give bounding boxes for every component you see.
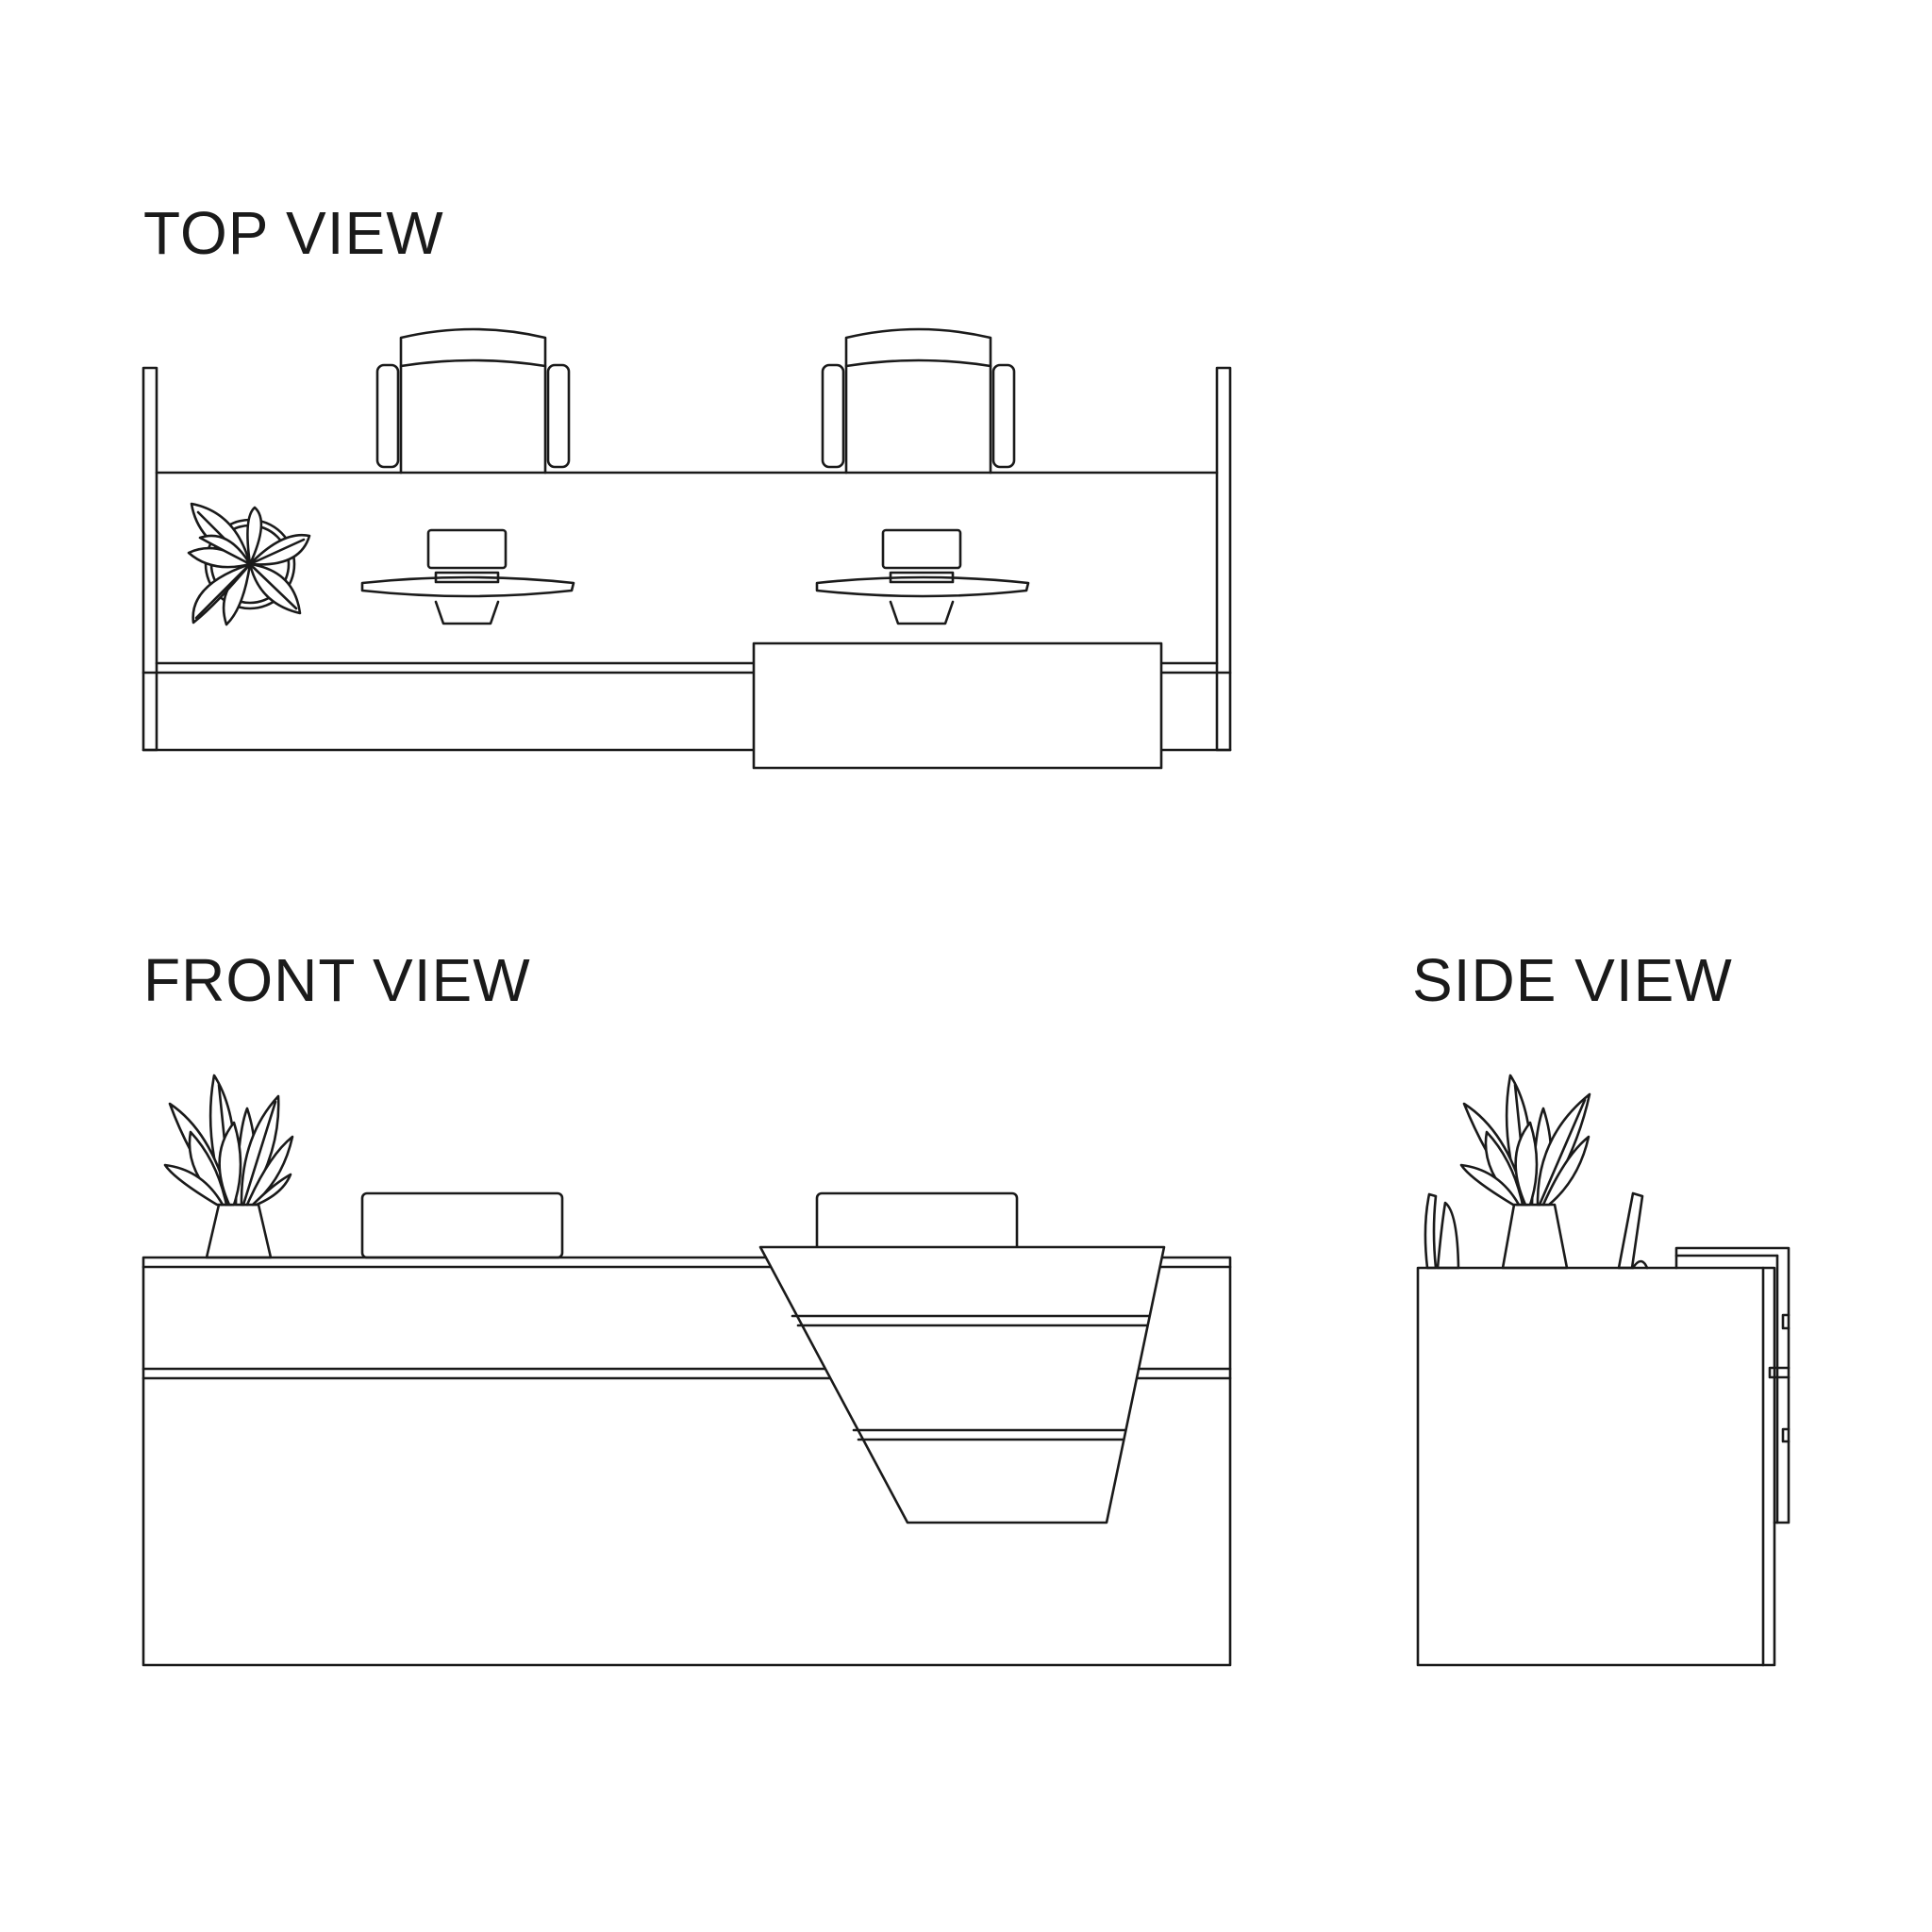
side-view-label: SIDE VIEW: [1412, 946, 1733, 1014]
plant-icon: [1459, 1074, 1591, 1270]
front-view-label: FRONT VIEW: [143, 946, 531, 1014]
plant-icon: [187, 502, 311, 626]
monitor-icon: [360, 1191, 564, 1259]
side-view: [1416, 1074, 1790, 1667]
front-view: [142, 1074, 1232, 1667]
side-counter-profile: [1674, 1246, 1790, 1524]
chair-icon: [821, 327, 1016, 475]
plant-icon: [163, 1074, 294, 1259]
side-desk-body: [1416, 1266, 1776, 1667]
monitor-icon: [360, 528, 575, 625]
monitor-icon: [1617, 1191, 1649, 1270]
front-desk-body: [142, 1256, 1232, 1667]
top-left-end-panel: [142, 366, 158, 752]
chair-icon: [1424, 1192, 1460, 1270]
top-projecting-module: [752, 641, 1163, 770]
top-right-end-panel: [1215, 366, 1232, 752]
front-trapezoid-module: [758, 1245, 1166, 1524]
top-view: [142, 327, 1232, 770]
chair-icon: [375, 327, 571, 475]
top-view-label: TOP VIEW: [143, 199, 444, 267]
monitor-icon: [815, 528, 1030, 625]
